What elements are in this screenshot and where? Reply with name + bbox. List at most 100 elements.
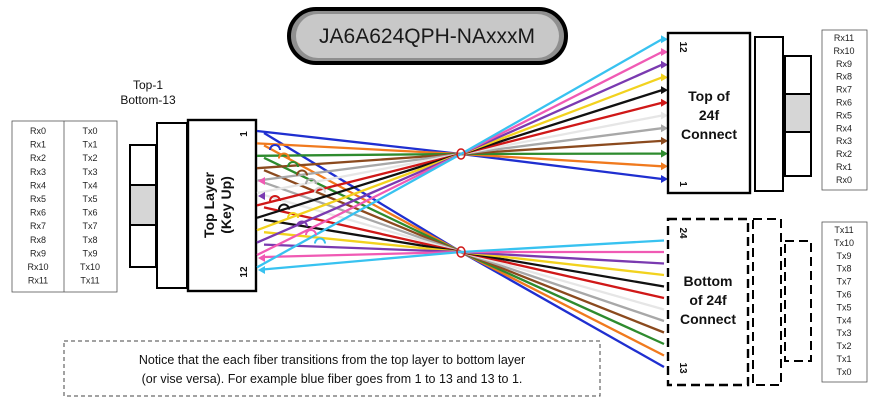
top-connector-line2: 24f [699, 107, 720, 123]
left-table-tx-cell: Tx3 [82, 167, 97, 177]
left-table-rx-cell: Rx3 [30, 167, 46, 177]
top-connector: Top of 24f Connect 12 1 [666, 31, 812, 195]
bottom-connector-line2: of 24f [689, 292, 727, 308]
fiber-bottom-hub-to-bottom-connector [460, 250, 665, 277]
fiber-left-to-top-hub [256, 152, 462, 182]
fiber-left-to-bottom-hub [263, 169, 462, 254]
top-connector-pin-bottom: 1 [677, 181, 688, 187]
left-table-rx-cell: Rx11 [28, 276, 48, 286]
fiber-arrow-right [661, 162, 668, 171]
fiber-left-to-top-hub [256, 152, 462, 269]
right-top-table-cell: Rx8 [836, 72, 852, 82]
right-top-table-cell: Rx2 [836, 149, 852, 159]
fiber-top-hub-to-top-connector [460, 89, 663, 156]
right-bottom-table-cell: Tx0 [836, 367, 851, 377]
fiber-bottom-hub-to-bottom-connector [460, 239, 665, 254]
left-table-tx-cell: Tx6 [82, 208, 97, 218]
bottom-connector-pin-top: 24 [677, 227, 688, 239]
fiber-arrow-right [661, 98, 668, 107]
fiber-hub-loop [456, 148, 466, 160]
fiber-left-to-top-hub [256, 152, 462, 207]
left-table-rx-cell: Rx9 [30, 248, 46, 258]
left-caption-line1: Top-1 [133, 78, 163, 92]
right-top-table-cell: Rx7 [836, 85, 852, 95]
fiber-top-hub-to-top-connector [460, 127, 663, 156]
left-label-line1: Top Layer [201, 172, 217, 238]
right-top-table-cell: Rx6 [836, 98, 852, 108]
left-table-tx-cell: Tx10 [80, 262, 100, 272]
top-connector-line1: Top of [688, 88, 730, 104]
fiber-top-hub-to-top-connector [460, 152, 663, 168]
right-bottom-table-cell: Tx2 [836, 341, 851, 351]
left-table-rx-cell: Rx1 [30, 140, 46, 150]
fiber-top-hub-to-top-connector [460, 50, 663, 156]
right-bottom-table-cell: Tx6 [836, 290, 851, 300]
fiber-bottom-hub-to-bottom-connector [460, 250, 665, 357]
bottom-connector-line1: Bottom [684, 273, 733, 289]
fiber-arrow-right [661, 73, 668, 82]
fiber-top-hub-to-top-connector [460, 76, 663, 156]
fiber-bottom-hub-to-bottom-connector [460, 250, 665, 265]
fiber-top-hub-to-top-connector [460, 139, 663, 156]
right-bottom-table-cell: Tx10 [834, 238, 854, 248]
left-connector: Top Layer (Key Up) 1 12 [129, 118, 258, 293]
fiber-bottom-hub-to-bottom-connector [460, 250, 665, 300]
left-pin-top: 1 [239, 131, 250, 137]
note-line2: (or vise versa). For example blue fiber … [142, 372, 523, 386]
fiber-left-to-top-hub [256, 142, 462, 156]
left-table-tx-cell: Tx5 [82, 194, 97, 204]
fiber-bend-loop [287, 212, 299, 219]
fiber-left-to-top-hub [256, 152, 462, 170]
right-bottom-table-cell: Tx11 [834, 225, 853, 235]
fiber-bend-loop [287, 161, 299, 168]
left-table-tx-cell: Tx7 [82, 221, 97, 231]
left-table-rx-cell: Rx7 [30, 221, 46, 231]
fiber-arrow-right [661, 111, 668, 120]
left-table-tx-cell: Tx9 [82, 248, 97, 258]
left-table-tx-cell: Tx8 [82, 235, 97, 245]
left-label-line2: (Key Up) [218, 176, 234, 234]
fiber-bend-loop [269, 144, 281, 151]
fiber-arrow-right [661, 149, 668, 158]
fiber-bend-loop [296, 220, 308, 227]
right-top-table-cell: Rx3 [836, 136, 852, 146]
left-table-tx-cell: Tx11 [80, 276, 99, 286]
right-bottom-table-cell: Tx1 [836, 354, 851, 364]
fiber-left-to-top-hub [256, 152, 462, 232]
right-bottom-table-cell: Tx7 [836, 277, 851, 287]
right-top-table-cell: Rx1 [836, 162, 852, 172]
left-table-tx-cell: Tx4 [82, 180, 97, 190]
fiber-bend-loop [296, 169, 308, 176]
fiber-bundle [256, 35, 668, 369]
fiber-bend-loop [314, 186, 326, 193]
title-pill-inner [296, 14, 559, 58]
fiber-bend-loop [278, 203, 290, 210]
right-top-table-cell: Rx10 [833, 46, 854, 56]
fiber-left-to-bottom-hub [263, 250, 462, 259]
fiber-left-to-top-hub [256, 152, 462, 244]
fiber-left-to-top-hub [256, 152, 462, 257]
fiber-arrow-left [258, 254, 265, 262]
title-text: JA6A624QPH-NAxxxM [319, 25, 535, 48]
left-table-rx-cell: Rx5 [30, 194, 46, 204]
right-top-table-cell: Rx9 [836, 59, 852, 69]
fiber-left-to-top-hub [256, 129, 462, 156]
fiber-bottom-hub-to-bottom-connector [460, 250, 665, 334]
right-top-table-cell: Rx5 [836, 110, 852, 120]
fiber-bend-loop [278, 152, 290, 159]
fiber-top-hub-to-top-connector [460, 38, 663, 155]
right-bottom-table-cell: Tx9 [836, 251, 851, 261]
fiber-top-hub-to-top-connector [460, 152, 663, 181]
bottom-connector-line3: Connect [680, 311, 736, 327]
fiber-left-to-bottom-hub [263, 181, 462, 254]
fiber-bottom-hub-to-bottom-connector [460, 250, 665, 323]
fiber-left-to-bottom-hub [263, 250, 462, 271]
fiber-bottom-hub-to-bottom-connector [460, 250, 665, 346]
fiber-arrow-left [258, 177, 265, 185]
left-table-rx-cell: Rx2 [30, 153, 46, 163]
top-connector-pin-top: 12 [677, 41, 688, 53]
fiber-bottom-hub-to-bottom-connector [460, 250, 665, 369]
